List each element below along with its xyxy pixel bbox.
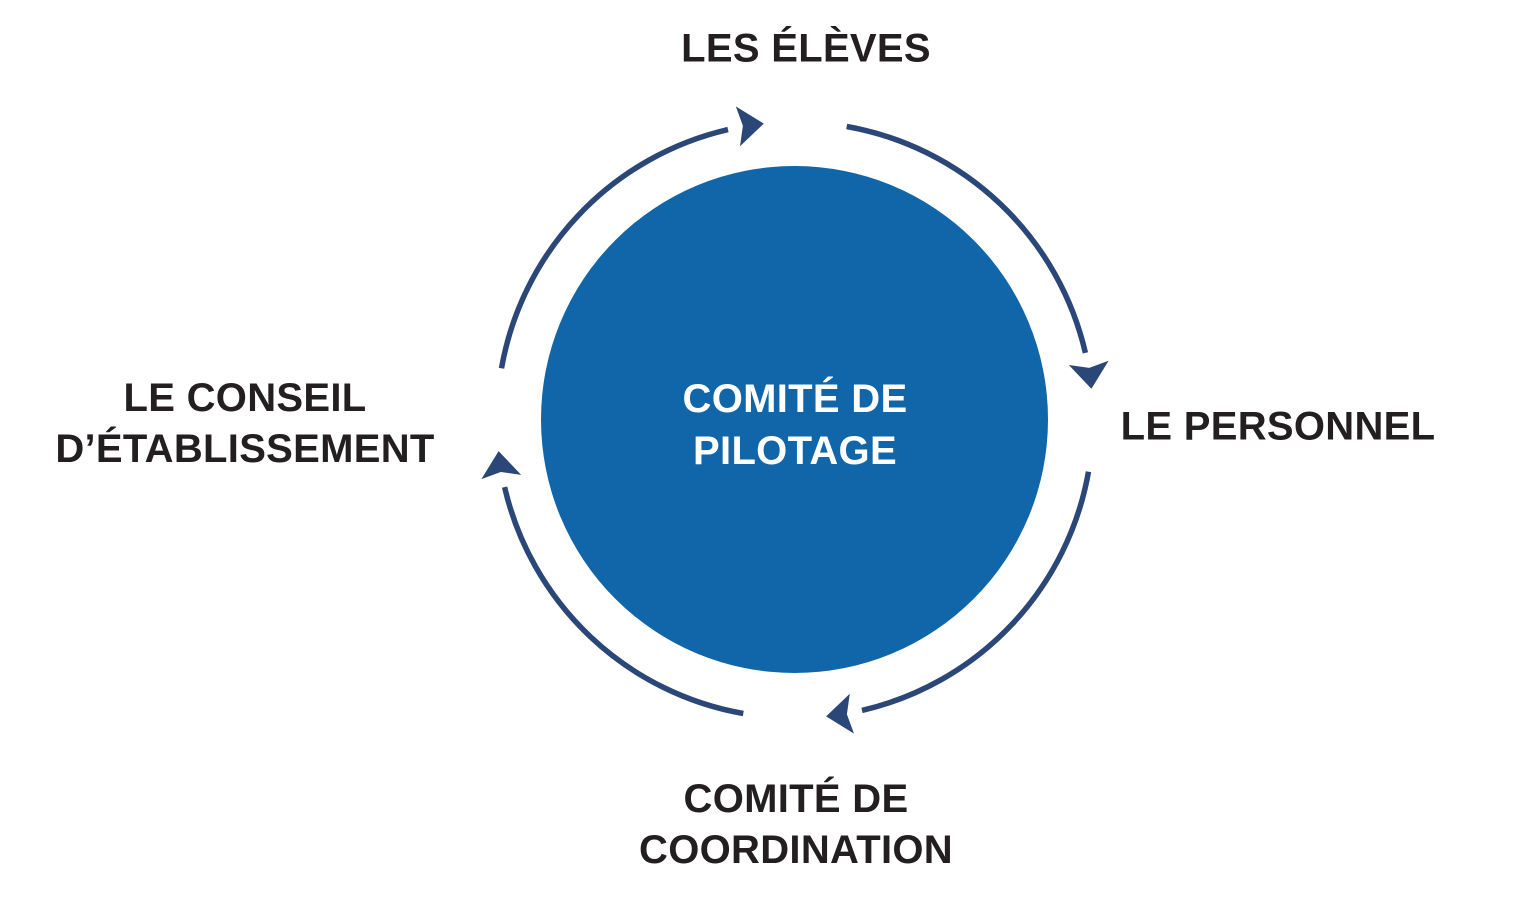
- hub-label-line2: PILOTAGE: [693, 429, 897, 473]
- node-label-left-line2: D’ÉTABLISSEMENT: [55, 427, 435, 471]
- arc-left-to-top: [498, 126, 729, 369]
- arrowhead-right-icon: [1068, 360, 1109, 389]
- node-label-left-line1: LE CONSEIL: [123, 375, 367, 420]
- node-label-top: LES ÉLÈVES: [681, 26, 931, 71]
- node-label-left: LE CONSEIL D’ÉTABLISSEMENT: [55, 373, 434, 475]
- node-label-bottom: COMITÉ DE COORDINATION: [639, 774, 953, 876]
- arc-right-to-bottom: [861, 471, 1092, 714]
- arrowhead-top-icon: [735, 106, 764, 147]
- center-circle: [541, 166, 1048, 673]
- hub-label: COMITÉ DE PILOTAGE: [683, 373, 908, 477]
- arc-bottom-to-left: [501, 486, 744, 717]
- node-label-bottom-line2: COORDINATION: [639, 828, 953, 872]
- arc-top-to-right: [846, 123, 1089, 354]
- node-label-right: LE PERSONNEL: [1120, 404, 1436, 449]
- hub-label-line1: COMITÉ DE: [682, 377, 908, 421]
- node-label-bottom-line1: COMITÉ DE: [683, 776, 909, 821]
- arrowhead-bottom-icon: [826, 693, 854, 734]
- arrowhead-left-icon: [481, 451, 522, 480]
